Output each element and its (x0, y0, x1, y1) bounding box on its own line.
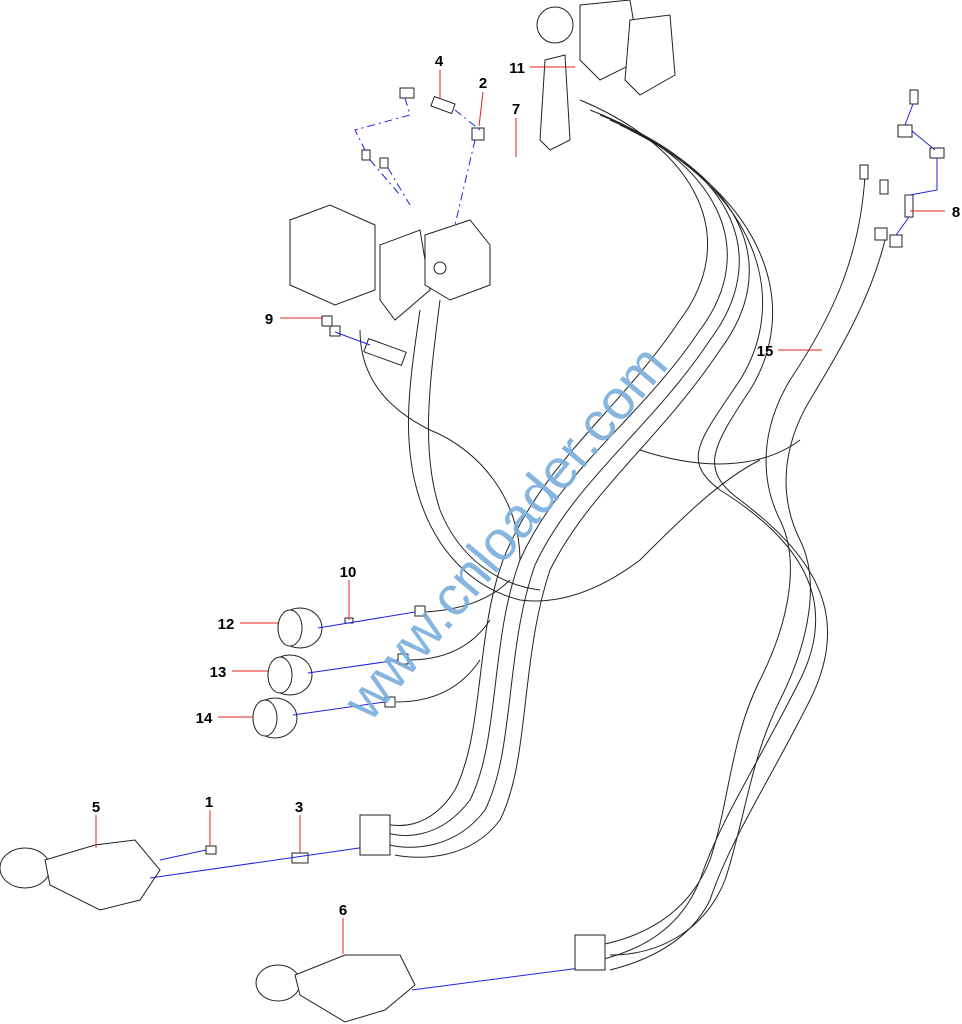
callout-10: 10 (340, 564, 357, 581)
callout-8: 8 (952, 204, 960, 221)
callout-13: 13 (210, 664, 227, 681)
callout-4: 4 (435, 53, 444, 70)
callout-leaders (95, 66, 945, 954)
joysticks (0, 814, 606, 1023)
callout-12: 12 (218, 616, 235, 633)
callout-1: 1 (205, 794, 213, 811)
valve-block-left (289, 204, 491, 321)
fittings-top-left (354, 87, 485, 226)
callout-2: 2 (479, 75, 487, 92)
hose-bundle (359, 99, 886, 971)
fittings-right (859, 89, 945, 248)
gauges (252, 605, 426, 739)
callout-9: 9 (265, 311, 273, 328)
callout-15: 15 (757, 343, 774, 360)
callout-7: 7 (512, 101, 520, 118)
valve-block-top (536, 0, 676, 151)
callout-14: 14 (196, 710, 213, 727)
callout-3: 3 (295, 799, 303, 816)
callout-labels: 1 2 3 4 5 6 7 8 9 10 11 12 13 14 15 (92, 53, 960, 919)
fittings-9 (321, 315, 407, 367)
callout-11: 11 (509, 60, 525, 77)
callout-6: 6 (339, 902, 347, 919)
callout-5: 5 (92, 799, 100, 816)
